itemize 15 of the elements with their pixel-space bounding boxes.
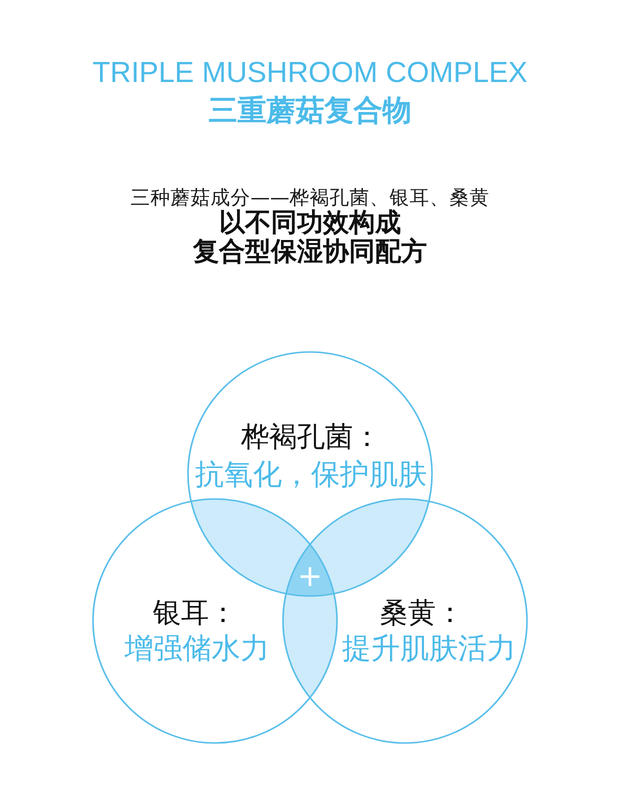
intro-text: 三种蘑菇成分——桦褐孔菌、银耳、桑黄 [130, 187, 490, 209]
benefit-text: 抗氧化，保护肌肤 [195, 458, 427, 492]
tagline-text: 以不同功效构成 [219, 209, 401, 238]
tagline-text: 复合型保湿协同配方 [193, 238, 427, 267]
venn-circle [92, 498, 338, 744]
benefit-text: 提升肌肤活力 [342, 632, 516, 666]
title: TRIPLE MUSHROOM COMPLEX [92, 57, 528, 90]
venn-circle [187, 351, 433, 597]
plus-sign: + [297, 562, 323, 592]
ingredient-name: 银耳： [153, 597, 237, 630]
benefit-text: 增强储水力 [124, 632, 270, 666]
ingredient-name: 桦褐孔菌： [241, 421, 381, 454]
ingredient-name: 桑黄： [380, 597, 464, 630]
venn-circle [282, 498, 528, 744]
chinese-title: 三重蘑菇复合物 [208, 94, 412, 127]
